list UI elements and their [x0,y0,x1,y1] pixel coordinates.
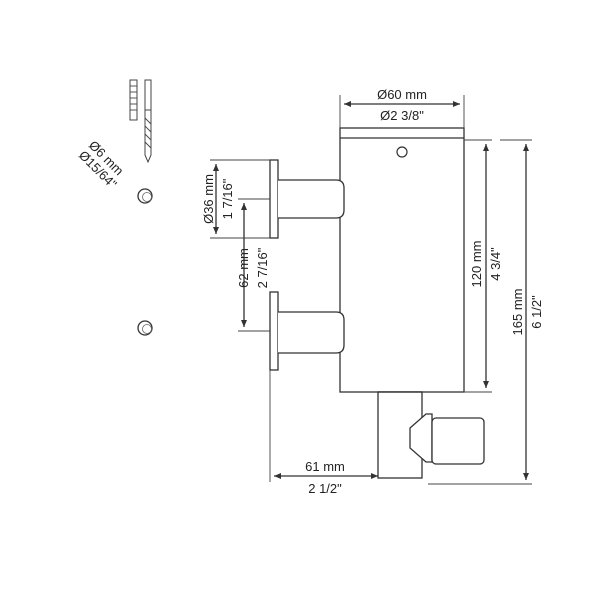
dimension-body-height: 120 mm 4 3/4" [464,139,503,393]
wall-plug-icon [129,79,138,121]
dimension-total-height: 165 mm 6 1/2" [428,139,544,485]
wall-flange-lower [269,291,345,371]
svg-text:Ø36 mm: Ø36 mm [201,174,216,224]
svg-text:2 7/16": 2 7/16" [255,247,270,288]
svg-text:62 mm: 62 mm [236,248,251,288]
wall-flange-upper [269,159,345,239]
svg-text:165 mm: 165 mm [510,289,525,336]
dimension-spacing: 62 mm 2 7/16" [236,198,270,332]
dimension-top-width: Ø60 mm Ø2 3/8" [339,87,465,128]
svg-text:4 3/4": 4 3/4" [488,247,503,281]
mounting-hole-upper [137,188,153,204]
svg-text:Ø2 3/8": Ø2 3/8" [380,108,424,123]
drill-bit-icon [144,79,152,164]
drill-diameter-label: Ø6 mm Ø15/64" [76,138,127,192]
svg-text:1 7/16": 1 7/16" [220,178,235,219]
mounting-hole-lower [137,320,153,336]
svg-text:61 mm: 61 mm [305,459,345,474]
pump-button [409,413,485,465]
dispenser-body [339,127,465,393]
dimension-depth: 61 mm 2 1/2" [269,370,378,496]
svg-text:Ø60 mm: Ø60 mm [377,87,427,102]
dimension-flange-diameter: Ø36 mm 1 7/16" [201,159,270,239]
svg-text:6 1/2": 6 1/2" [529,295,544,329]
svg-text:2 1/2": 2 1/2" [308,481,342,496]
svg-text:120 mm: 120 mm [469,241,484,288]
